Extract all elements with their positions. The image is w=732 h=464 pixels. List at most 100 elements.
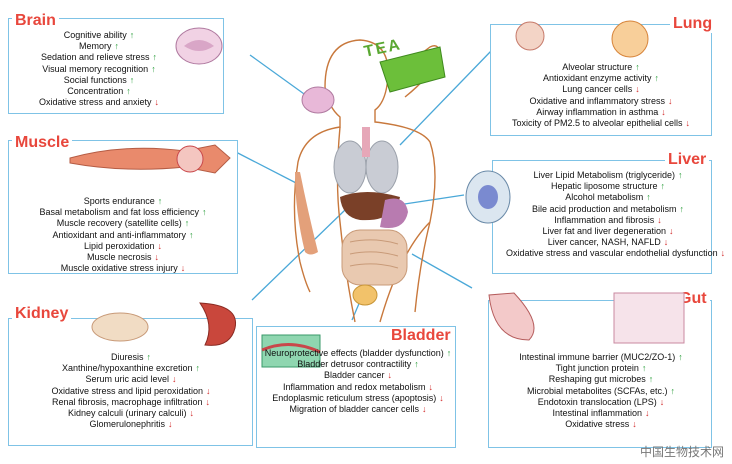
effect-item: Lipid peroxidation↓ xyxy=(12,241,234,252)
effect-item: Alcohol metabolism↑ xyxy=(506,192,710,203)
effect-text: Visual memory recognition xyxy=(42,63,149,74)
arrow-up-icon: ↑ xyxy=(152,52,158,63)
effect-item: Endoplasmic reticulum stress (apoptosis)… xyxy=(262,393,454,404)
effect-item: Renal fibrosis, macrophage infiltration↓ xyxy=(14,397,248,408)
effect-text: Liver fat and liver degeneration xyxy=(542,226,667,237)
arrow-up-icon: ↑ xyxy=(195,363,201,374)
effect-item: Inflammation and fibrosis↓ xyxy=(506,215,710,226)
bladder-tissue-icon xyxy=(261,334,321,368)
effect-text: Lipid peroxidation xyxy=(83,240,155,251)
muscle-effects-list: Sports endurance↑Basal metabolism and fa… xyxy=(12,196,234,274)
effect-text: Sedation and relieve stress xyxy=(40,52,150,63)
effect-text: Airway inflammation in asthma xyxy=(536,106,659,117)
effect-text: Alcohol metabolism xyxy=(565,192,644,203)
arrow-up-icon: ↑ xyxy=(114,41,120,52)
effect-text: Oxidative stress and vascular endothelia… xyxy=(506,248,718,259)
arrow-up-icon: ↑ xyxy=(446,348,452,358)
effect-text: Liver cancer, NASH, NAFLD xyxy=(547,237,661,248)
effect-item: Reshaping gut microbes↑ xyxy=(492,374,710,385)
arrow-down-icon: ↓ xyxy=(668,95,673,106)
effect-text: Diuresis xyxy=(110,352,144,362)
effect-item: Serum uric acid level↓ xyxy=(14,374,248,385)
kidney-effects-list: Diuresis↑Xanthine/hypoxanthine excretion… xyxy=(14,352,248,430)
effect-item: Xanthine/hypoxanthine excretion↑ xyxy=(14,363,248,374)
arrow-down-icon: ↓ xyxy=(168,419,173,430)
arrow-down-icon: ↓ xyxy=(663,237,669,248)
effect-text: Xanthine/hypoxanthine excretion xyxy=(61,363,193,374)
arm-muscle xyxy=(295,172,318,255)
effect-item: Muscle recovery (satellite cells)↑ xyxy=(12,218,234,229)
kidney-icon xyxy=(91,302,237,346)
arrow-up-icon: ↑ xyxy=(648,374,654,385)
effect-item: Oxidative stress and lipid peroxidation↓ xyxy=(14,386,248,397)
effect-text: Cognitive ability xyxy=(63,30,127,40)
brain-organ xyxy=(301,86,335,114)
effect-text: Muscle necrosis xyxy=(86,252,152,263)
effect-item: Liver cancer, NASH, NAFLD↓ xyxy=(506,237,710,248)
bladder-title: Bladder xyxy=(388,327,454,345)
effect-text: Sports endurance xyxy=(83,196,155,206)
arrow-up-icon: ↑ xyxy=(678,170,683,180)
lung-title: Lung xyxy=(670,15,716,33)
intestines-organ xyxy=(341,229,408,286)
effect-text: Bile acid production and metabolism xyxy=(531,203,677,214)
arrow-down-icon: ↓ xyxy=(685,118,691,129)
effect-item: Oxidative stress and anxiety↓ xyxy=(14,97,184,108)
effect-item: Liver fat and liver degeneration↓ xyxy=(506,226,710,237)
arrow-up-icon: ↑ xyxy=(414,359,419,370)
effect-text: Alveolar structure xyxy=(562,62,633,72)
effect-text: Concentration xyxy=(67,86,124,97)
lung-effects-list: Alveolar structure↑Antioxidant enzyme ac… xyxy=(492,62,710,129)
effect-text: Intestinal immune barrier (MUC2/ZO-1) xyxy=(519,352,676,362)
gut-icon xyxy=(488,292,685,344)
brain-icon xyxy=(175,27,223,65)
effect-text: Bladder cancer xyxy=(323,370,385,381)
arrow-up-icon: ↑ xyxy=(670,385,676,396)
effect-item: Oxidative and inflammatory stress↓ xyxy=(492,96,710,107)
arrow-up-icon: ↑ xyxy=(654,73,660,84)
arrow-up-icon: ↑ xyxy=(678,352,683,362)
effect-text: Antioxidant and anti-inflammatory xyxy=(52,229,187,240)
arrow-down-icon: ↓ xyxy=(439,392,444,403)
arrow-down-icon: ↓ xyxy=(657,214,662,225)
effect-item: Glomerulonephritis↓ xyxy=(14,419,248,430)
arrow-down-icon: ↓ xyxy=(669,226,674,237)
arrow-down-icon: ↓ xyxy=(659,396,665,407)
effect-item: Neuroprotective effects (bladder dysfunc… xyxy=(262,348,454,359)
arrow-up-icon: ↑ xyxy=(157,196,163,206)
effect-text: Lung cancer cells xyxy=(562,84,633,95)
effect-text: Memory xyxy=(78,41,112,52)
arrow-down-icon: ↓ xyxy=(720,248,726,259)
brain-effects-list: Cognitive ability↑Memory↑Sedation and re… xyxy=(14,30,184,108)
effect-item: Lung cancer cells↓ xyxy=(492,84,710,95)
arrow-down-icon: ↓ xyxy=(172,374,177,385)
liver-panel xyxy=(492,160,712,274)
arrow-up-icon: ↑ xyxy=(635,62,640,72)
arrow-down-icon: ↓ xyxy=(635,84,640,95)
effect-item: Bile acid production and metabolism↑ xyxy=(506,204,710,215)
effect-text: Inflammation and fibrosis xyxy=(554,214,655,225)
effect-item: Social functions↑ xyxy=(14,75,184,86)
liver-title: Liver xyxy=(665,151,710,169)
effect-item: Muscle necrosis↓ xyxy=(12,252,234,263)
arrow-down-icon: ↓ xyxy=(422,404,427,415)
arrow-up-icon: ↑ xyxy=(189,229,194,240)
arrow-down-icon: ↓ xyxy=(632,419,637,430)
bladder-effects-list: Neuroprotective effects (bladder dysfunc… xyxy=(262,348,454,415)
effect-item: Intestinal immune barrier (MUC2/ZO-1)↑ xyxy=(492,352,710,363)
arrow-down-icon: ↓ xyxy=(645,408,650,419)
arrow-down-icon: ↓ xyxy=(206,385,211,396)
kidney-title: Kidney xyxy=(12,305,72,323)
human-body-illustration xyxy=(293,39,446,323)
arrow-down-icon: ↓ xyxy=(205,396,211,407)
effect-item: Liver Lipid Metabolism (triglyceride)↑ xyxy=(506,170,710,181)
effect-text: Oxidative stress and lipid peroxidation xyxy=(51,385,204,396)
effect-item: Basal metabolism and fat loss efficiency… xyxy=(12,207,234,218)
arrow-up-icon: ↑ xyxy=(146,352,152,362)
effect-text: Toxicity of PM2.5 to alveolar epithelial… xyxy=(511,118,683,129)
effect-item: Oxidative stress↓ xyxy=(492,419,710,430)
effect-text: Kidney calculi (urinary calculi) xyxy=(67,408,187,419)
effect-item: Intestinal inflammation↓ xyxy=(492,408,710,419)
effect-text: Muscle oxidative stress injury xyxy=(60,263,178,274)
effect-text: Inflammation and redox metabolism xyxy=(282,381,426,392)
